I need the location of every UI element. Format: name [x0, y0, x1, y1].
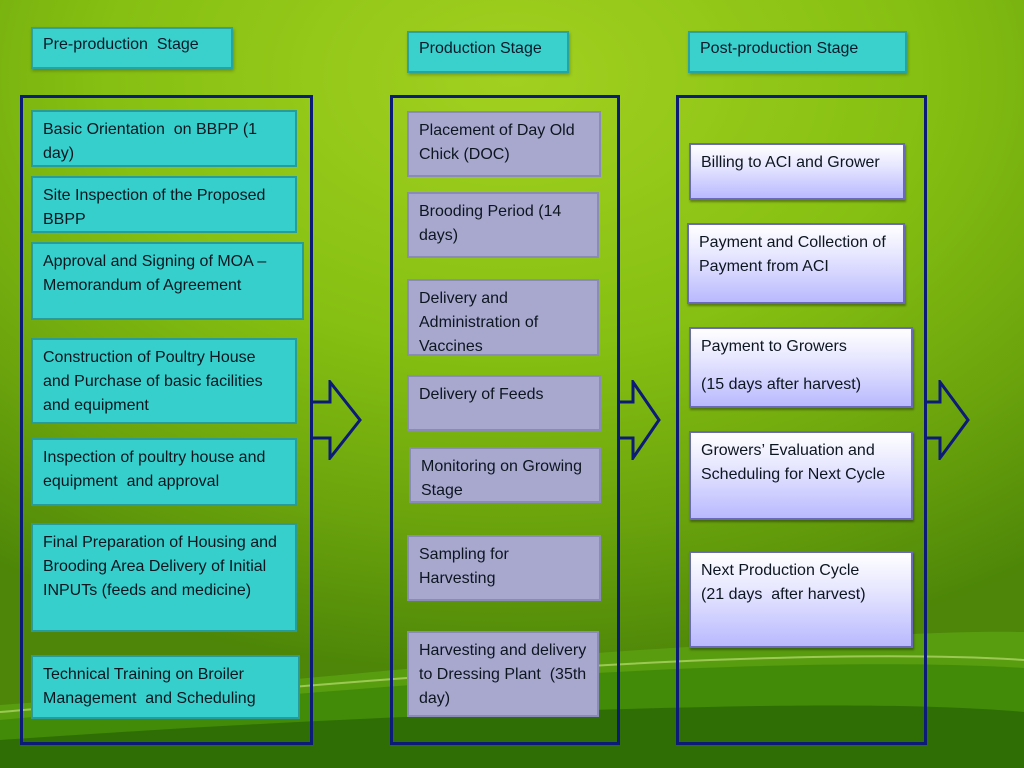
arrow-right-icon — [312, 380, 362, 460]
production-step-harvesting: Harvesting and delivery to Dressing Plan… — [407, 631, 599, 717]
step-label: Delivery and Administration of Vaccines — [419, 290, 539, 355]
step-sublabel: (15 days after harvest) — [701, 376, 862, 393]
step-label: Site Inspection of the Proposed BBPP — [43, 187, 266, 228]
post-production-stage-frame — [676, 95, 927, 745]
post-production-stage-header: Post-production Stage — [688, 31, 907, 73]
step-label: Brooding Period (14 days) — [419, 203, 562, 244]
pre-production-stage-frame — [20, 95, 313, 745]
step-label: Approval and Signing of MOA – Memorandum… — [43, 253, 267, 294]
step-label: Construction of Poultry House and Purcha… — [43, 349, 263, 414]
post-production-stage-title: Post-production Stage — [700, 40, 859, 57]
pre-step-approval-moa: Approval and Signing of MOA – Memorandum… — [31, 242, 304, 320]
step-label: Inspection of poultry house and equipmen… — [43, 449, 270, 490]
pre-step-site-inspection: Site Inspection of the Proposed BBPP — [31, 176, 297, 233]
step-label: Delivery of Feeds — [419, 386, 544, 403]
production-step-feeds: Delivery of Feeds — [407, 375, 601, 431]
production-step-vaccines: Delivery and Administration of Vaccines — [407, 279, 599, 356]
production-stage-header: Production Stage — [407, 31, 569, 73]
step-label: Harvesting and delivery to Dressing Plan… — [419, 642, 591, 707]
production-step-sampling: Sampling for Harvesting — [407, 535, 601, 601]
production-step-brooding: Brooding Period (14 days) — [407, 192, 599, 258]
arrow-right-icon — [619, 380, 661, 460]
pre-step-construction: Construction of Poultry House and Purcha… — [31, 338, 297, 424]
production-stage-frame — [390, 95, 620, 745]
step-label: Growers’ Evaluation and Scheduling for N… — [701, 442, 886, 483]
arrow-right-icon — [926, 380, 970, 460]
production-stage-title: Production Stage — [419, 40, 542, 57]
production-step-monitoring: Monitoring on Growing Stage — [409, 447, 601, 503]
pre-step-basic-orientation: Basic Orientation on BBPP (1 day) — [31, 110, 297, 167]
post-step-payment-collection: Payment and Collection of Payment from A… — [687, 223, 905, 304]
step-label: Basic Orientation on BBPP (1 day) — [43, 121, 262, 162]
post-step-payment-growers: Payment to Growers (15 days after harves… — [689, 327, 913, 408]
post-step-growers-evaluation: Growers’ Evaluation and Scheduling for N… — [689, 431, 913, 520]
post-step-billing: Billing to ACI and Grower — [689, 143, 905, 200]
production-step-doc-placement: Placement of Day Old Chick (DOC) — [407, 111, 601, 177]
step-label: Payment to Growers — [701, 338, 847, 355]
pre-step-technical-training: Technical Training on Broiler Management… — [31, 655, 300, 719]
pre-step-inspection-approval: Inspection of poultry house and equipmen… — [31, 438, 297, 506]
step-label: Next Production Cycle — [701, 562, 860, 579]
step-label: Payment and Collection of Payment from A… — [699, 234, 886, 275]
step-sublabel: (21 days after harvest) — [701, 586, 866, 603]
step-label: Monitoring on Growing Stage — [421, 458, 582, 499]
step-label: Final Preparation of Housing and Broodin… — [43, 534, 277, 599]
post-step-next-cycle: Next Production Cycle (21 days after har… — [689, 551, 913, 648]
pre-production-stage-header: Pre-production Stage — [31, 27, 233, 69]
pre-production-stage-title: Pre-production Stage — [43, 36, 199, 53]
step-label: Sampling for Harvesting — [419, 546, 509, 587]
step-label: Billing to ACI and Grower — [701, 154, 880, 171]
step-label: Technical Training on Broiler Management… — [43, 666, 256, 707]
step-label: Placement of Day Old Chick (DOC) — [419, 122, 575, 163]
pre-step-final-preparation: Final Preparation of Housing and Broodin… — [31, 523, 297, 632]
